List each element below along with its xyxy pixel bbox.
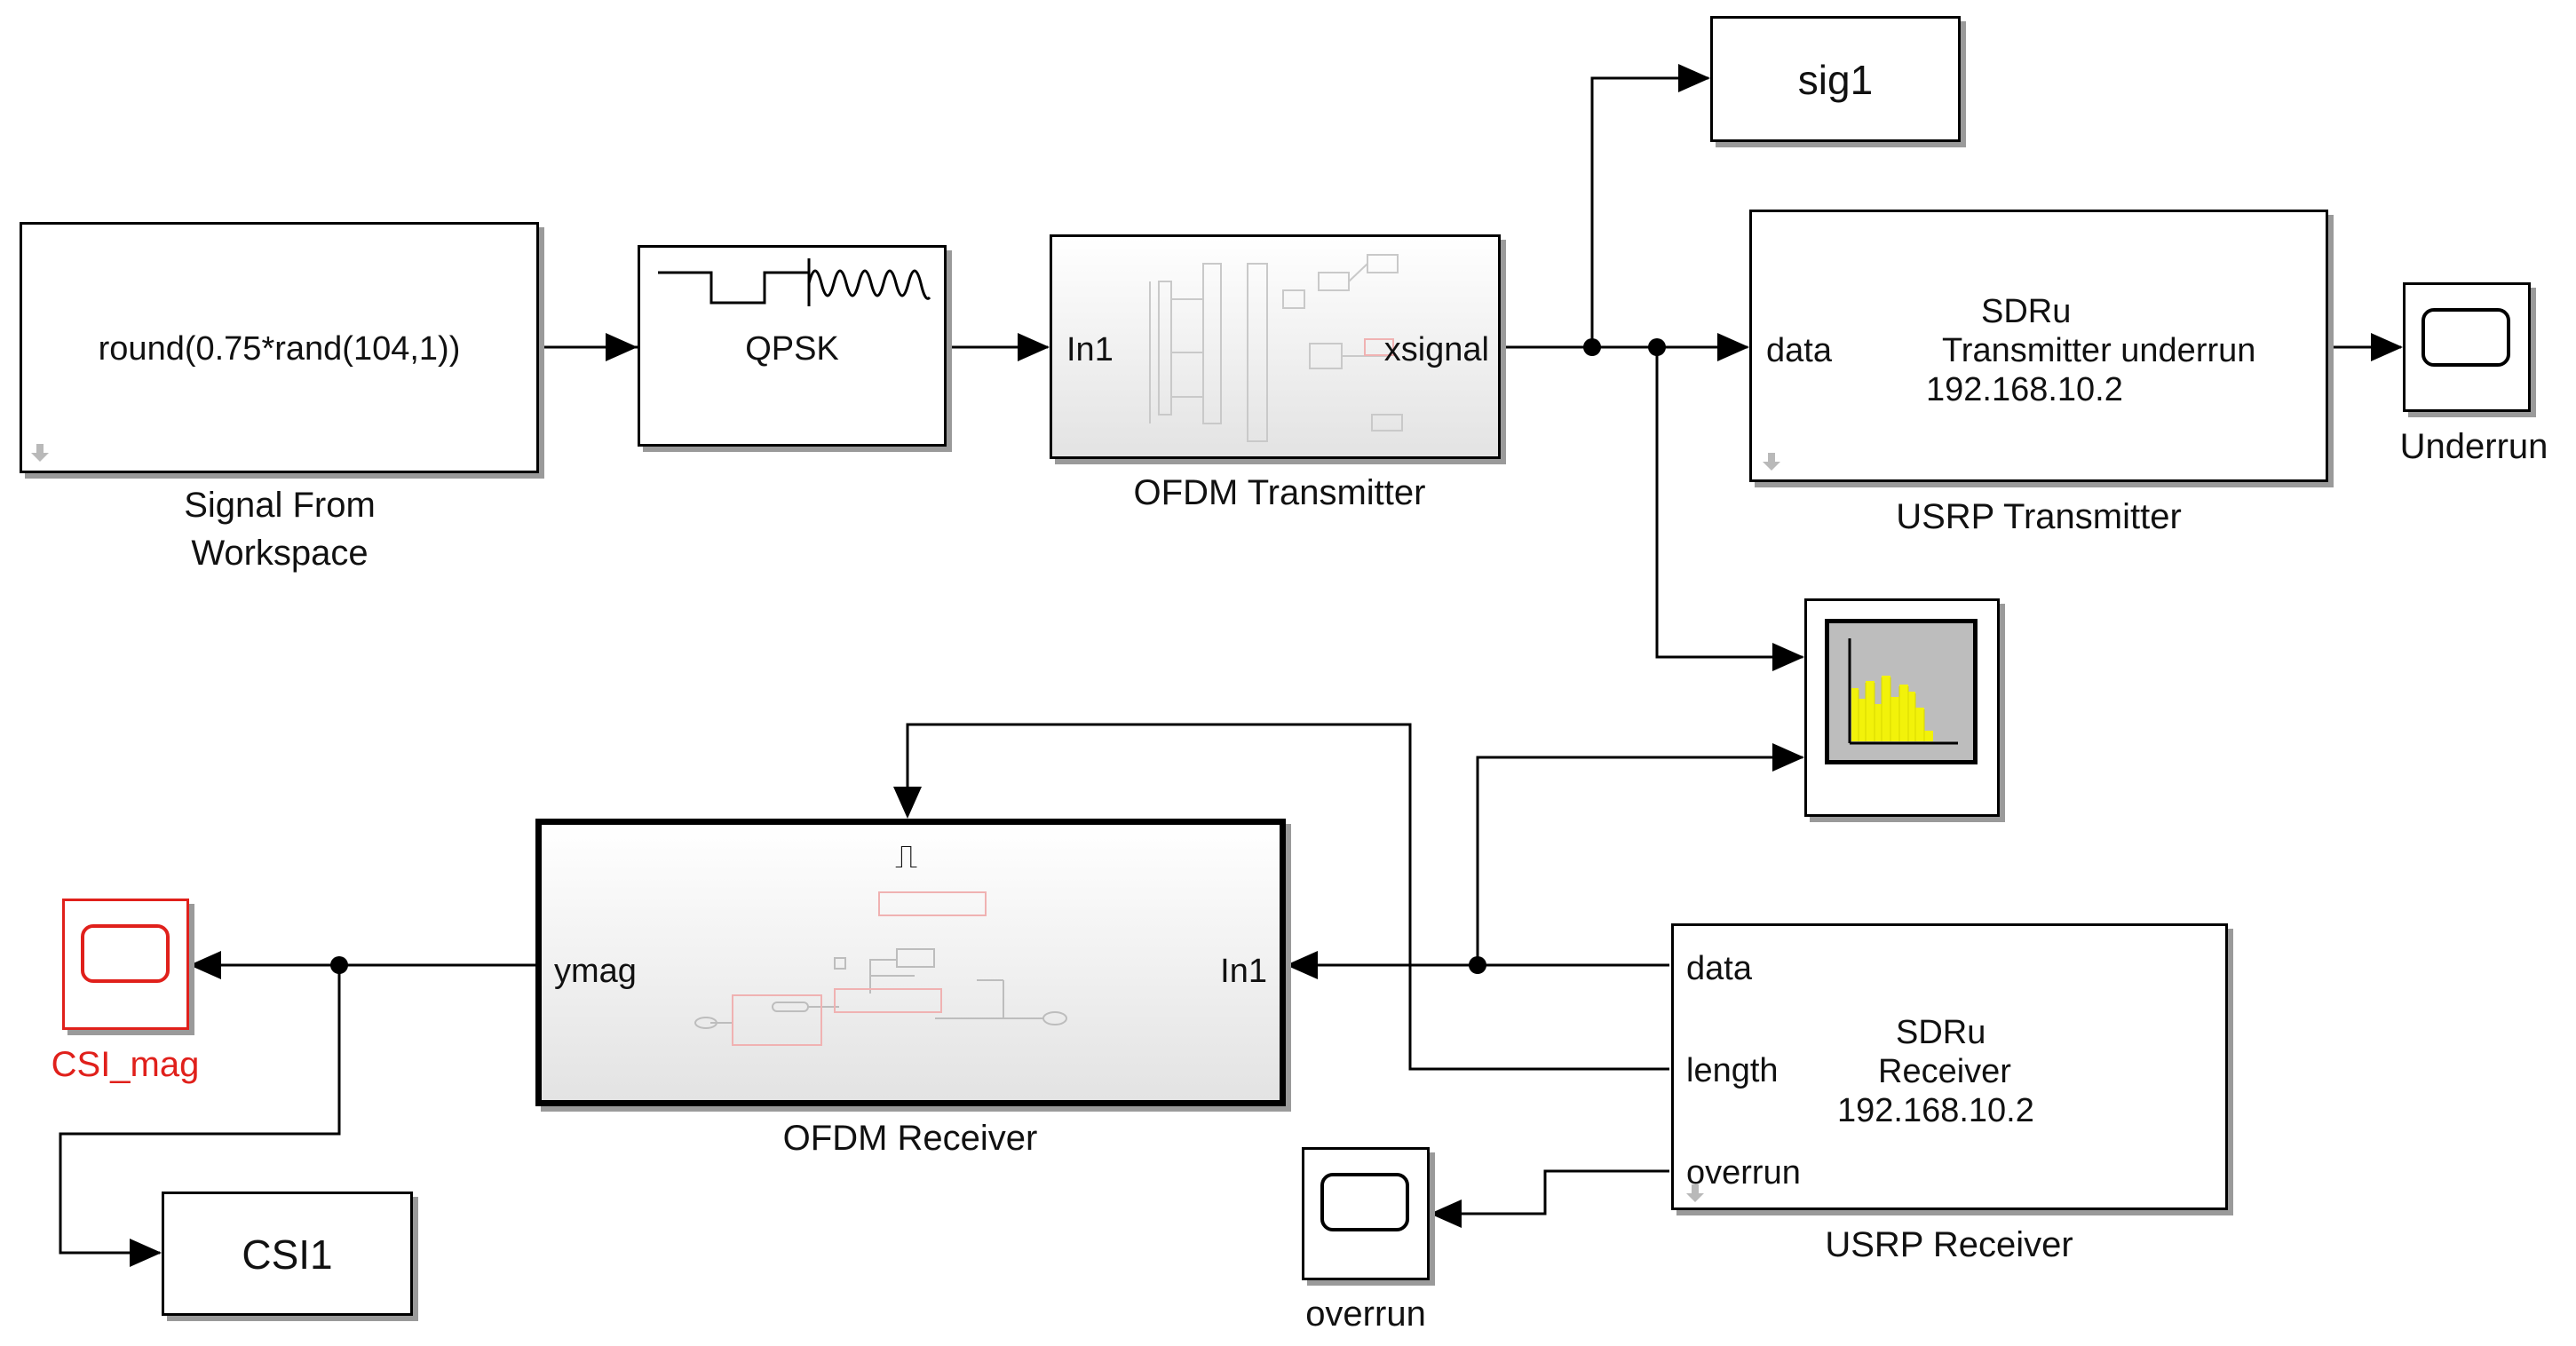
ofdm-rx-trigger-icon: ⎍ bbox=[895, 838, 918, 875]
spectrum-analyzer-block[interactable] bbox=[1804, 598, 2000, 817]
overrun-label: overrun bbox=[1305, 1295, 1426, 1334]
spectrum-analyzer-icon bbox=[1825, 619, 1978, 764]
usrp-receiver-label: USRP Receiver bbox=[1825, 1225, 2073, 1264]
ofdm-transmitter-label: OFDM Transmitter bbox=[1133, 473, 1426, 512]
ofdm-tx-in-port: In1 bbox=[1066, 331, 1114, 368]
overrun-scope-block[interactable] bbox=[1302, 1147, 1430, 1280]
ofdm-transmitter-block[interactable]: In1 xsignal bbox=[1050, 234, 1501, 459]
usrp-rx-overrun-port: overrun bbox=[1686, 1154, 1801, 1192]
scope-screen-icon bbox=[2421, 308, 2510, 367]
line-to-csi1[interactable] bbox=[59, 965, 341, 1255]
arrow-down-icon bbox=[1763, 453, 1780, 471]
subsystem-preview-icon bbox=[694, 891, 1067, 1046]
qpsk-block[interactable]: QPSK bbox=[638, 245, 947, 447]
csi-mag-label: CSI_mag bbox=[51, 1045, 200, 1084]
underrun-label: Underrun bbox=[2399, 427, 2548, 466]
ofdm-rx-in-port: In1 bbox=[1220, 953, 1267, 990]
arrow-down-icon bbox=[1686, 1184, 1704, 1202]
ofdm-tx-out-port: xsignal bbox=[1383, 331, 1489, 368]
signal-from-workspace-label-2: Workspace bbox=[191, 534, 369, 573]
csi1-label: CSI1 bbox=[242, 1231, 333, 1278]
branch-dot bbox=[1583, 338, 1601, 356]
usrp-tx-line1: SDRu bbox=[1981, 293, 2072, 330]
usrp-receiver-block[interactable]: data length overrun SDRu Receiver 192.16… bbox=[1671, 923, 2228, 1210]
usrp-rx-line1: SDRu bbox=[1896, 1014, 1986, 1051]
usrp-transmitter-label: USRP Transmitter bbox=[1896, 497, 2182, 536]
underrun-scope-block[interactable] bbox=[2403, 282, 2531, 412]
scope-screen-icon bbox=[81, 924, 170, 983]
subsystem-preview-icon bbox=[1149, 254, 1403, 442]
csi-mag-scope-block[interactable] bbox=[62, 899, 189, 1030]
csi1-block[interactable]: CSI1 bbox=[162, 1192, 413, 1316]
usrp-rx-line2: Receiver bbox=[1878, 1053, 2011, 1090]
branch-dot bbox=[330, 956, 348, 974]
ofdm-rx-out-port: ymag bbox=[554, 953, 637, 990]
line-to-spectrum-2[interactable] bbox=[1476, 756, 1803, 965]
arrow-down-icon bbox=[31, 444, 49, 462]
usrp-tx-line2: Transmitter underrun bbox=[1942, 332, 2256, 369]
branch-dot bbox=[1648, 338, 1666, 356]
workspace-expression: round(0.75*rand(104,1)) bbox=[98, 330, 461, 368]
usrp-tx-data-port: data bbox=[1766, 332, 1832, 369]
usrp-tx-line3: 192.168.10.2 bbox=[1926, 371, 2123, 408]
sig1-label: sig1 bbox=[1797, 57, 1874, 103]
qpsk-label: QPSK bbox=[745, 330, 839, 368]
signal-from-workspace-label-1: Signal From bbox=[184, 486, 376, 525]
usrp-rx-length-port: length bbox=[1686, 1052, 1779, 1089]
sig1-block[interactable]: sig1 bbox=[1710, 16, 1961, 142]
line-to-spectrum-1[interactable] bbox=[1655, 347, 1803, 659]
line-to-sig1[interactable] bbox=[1590, 76, 1708, 347]
qpsk-waveform-icon bbox=[658, 258, 931, 306]
ofdm-receiver-block[interactable]: ⎍ ymag In1 bbox=[535, 819, 1286, 1106]
usrp-transmitter-block[interactable]: data SDRu Transmitter underrun 192.168.1… bbox=[1749, 210, 2328, 482]
branch-dot bbox=[1469, 956, 1486, 974]
usrp-rx-data-port: data bbox=[1686, 950, 1752, 987]
line-overrun-scope[interactable] bbox=[1431, 1169, 1669, 1215]
ofdm-receiver-label: OFDM Receiver bbox=[782, 1119, 1038, 1158]
usrp-rx-line3: 192.168.10.2 bbox=[1837, 1092, 2034, 1129]
line-length-trigger[interactable] bbox=[906, 723, 1669, 1071]
scope-screen-icon bbox=[1320, 1173, 1409, 1231]
signal-from-workspace-block[interactable]: round(0.75*rand(104,1)) bbox=[20, 222, 539, 473]
